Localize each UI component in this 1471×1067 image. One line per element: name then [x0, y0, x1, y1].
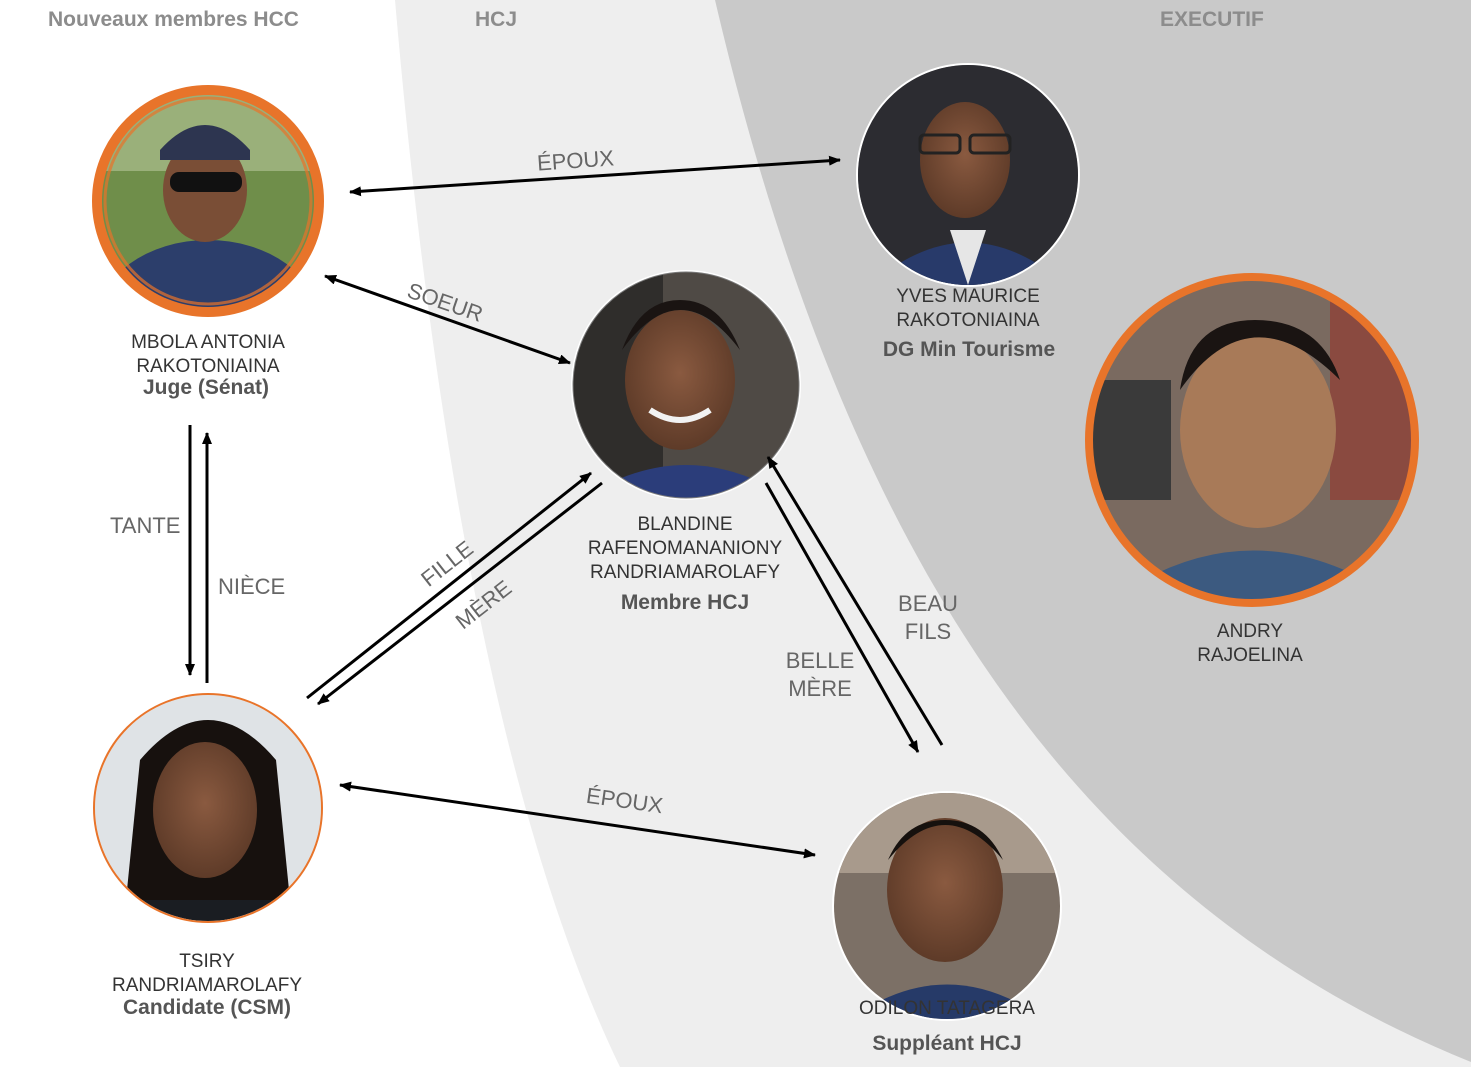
label-belle-mere-line1: BELLE: [785, 648, 855, 673]
label-belle-mere-line2: MÈRE: [788, 676, 852, 701]
beau-fils-arrow: [766, 456, 944, 746]
label-beau-fils: BEAU FILS: [890, 590, 966, 646]
tsiry-name-line2: RANDRIAMAROLAFY: [111, 975, 303, 996]
mere-arrow: [317, 481, 603, 706]
blandine-name-line2: RAFENOMANANIONY: [587, 538, 783, 559]
label-beau-fils-line2: FILS: [904, 619, 952, 644]
tsiry-name-line1: TSIRY: [179, 951, 235, 972]
andry-photo: [1085, 273, 1419, 607]
andry-name-line1: ANDRY: [1216, 621, 1284, 642]
label-tante: TANTE: [110, 513, 181, 538]
blandine-name-line1: BLANDINE: [637, 514, 733, 535]
header-hcc: Nouveaux membres HCC: [48, 8, 299, 31]
mbola-name-line2: RAKOTONIAINA: [136, 356, 280, 377]
blandine-name: BLANDINE RAFENOMANANIONY RANDRIAMAROLAFY: [560, 513, 810, 585]
odilon-role: Suppléant HCJ: [872, 1032, 1022, 1055]
blandine-name-line3: RANDRIAMAROLAFY: [589, 562, 781, 583]
epoux-bottom-arrow: [339, 781, 816, 859]
epoux-top-arrow: [349, 155, 841, 197]
yves-name: YVES MAURICE RAKOTONIAINA: [868, 285, 1068, 333]
header-hcj: HCJ: [475, 8, 518, 31]
odilon-name: ODILON TATAGERA: [822, 997, 1072, 1021]
blandine-photo: [571, 270, 801, 500]
mbola-name: MBOLA ANTONIA RAKOTONIAINA: [108, 331, 308, 379]
mbola-name-line1: MBOLA ANTONIA: [131, 332, 285, 353]
odilon-name-line1: ODILON TATAGERA: [859, 998, 1035, 1019]
yves-role: DG Min Tourisme: [882, 338, 1056, 361]
tsiry-photo: [93, 693, 323, 923]
label-niece: NIÈCE: [218, 574, 286, 599]
tsiry-role: Candidate (CSM): [123, 996, 291, 1019]
mbola-role: Juge (Sénat): [142, 376, 270, 399]
blandine-role: Membre HCJ: [620, 591, 750, 614]
mbola-photo: [92, 85, 324, 317]
label-beau-fils-line1: BEAU: [898, 591, 958, 616]
label-epoux-top: ÉPOUX: [536, 145, 615, 176]
yves-photo: [856, 63, 1080, 287]
yves-name-line2: RAKOTONIAINA: [896, 310, 1040, 331]
odilon-photo: [832, 791, 1062, 1021]
label-belle-mere: BELLE MÈRE: [778, 647, 862, 703]
andry-name: ANDRY RAJOELINA: [1150, 620, 1350, 668]
header-executif: EXECUTIF: [1160, 8, 1264, 31]
fille-arrow: [306, 471, 592, 700]
belle-mere-arrow: [764, 482, 920, 753]
andry-name-line2: RAJOELINA: [1197, 645, 1303, 666]
tsiry-name: TSIRY RANDRIAMAROLAFY: [92, 950, 322, 998]
yves-name-line1: YVES MAURICE: [896, 286, 1040, 307]
soeur-arrow: [324, 274, 571, 365]
